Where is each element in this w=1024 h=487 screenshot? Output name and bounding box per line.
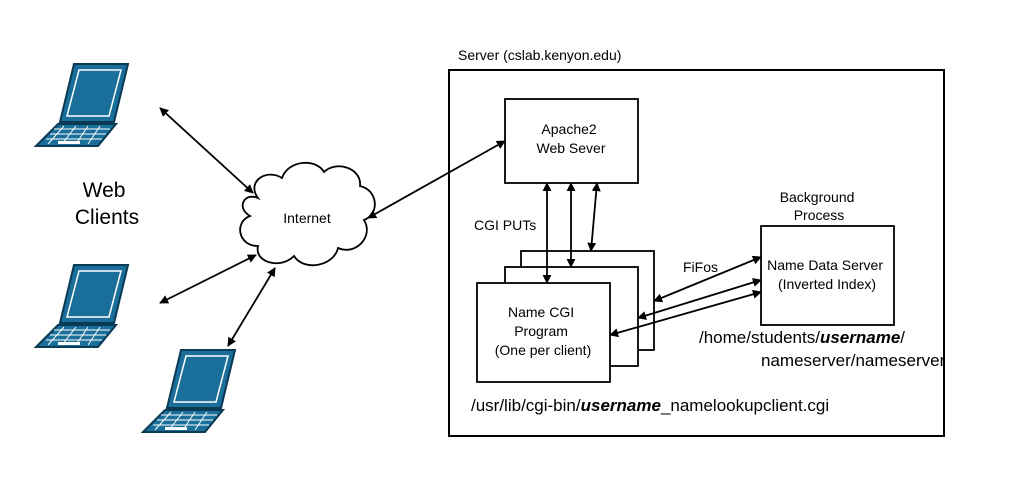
- home-path-label: /home/students/username/: [699, 328, 905, 347]
- server-box: [448, 69, 945, 437]
- laptop-icon: [35, 63, 129, 147]
- arrow-laptop2-internet: [159, 254, 257, 304]
- home-path-line2: nameserver/nameserver: [761, 351, 946, 370]
- cgi-path-label: /usr/lib/cgi-bin/username_namelookupclie…: [471, 396, 829, 415]
- cgi-puts-label: CGI PUTs: [474, 217, 536, 233]
- name-data-server-box: [760, 225, 895, 326]
- arrow-laptop1-internet: [159, 107, 254, 194]
- arrow-apache-cgi-3: [587, 182, 601, 252]
- web-clients-label: Web Clients: [75, 179, 139, 229]
- laptop-icon: [35, 264, 129, 348]
- server-label: Server (cslab.kenyon.edu): [458, 47, 621, 63]
- name-data-server-label: Name Data Server (Inverted Index): [767, 257, 887, 292]
- cgi-box: [476, 282, 611, 383]
- cloud-icon: [239, 162, 376, 267]
- arrow-internet-apache: [367, 140, 506, 219]
- internet-label: Internet: [283, 210, 331, 226]
- arrow-laptop3-internet: [227, 267, 276, 347]
- apache-box: [504, 98, 639, 184]
- arrow-cgi-nds-2: [637, 278, 762, 320]
- fifos-label: FiFos: [683, 259, 718, 275]
- arrow-cgi-nds-3: [609, 289, 762, 338]
- laptop-icon: [142, 349, 236, 433]
- background-process-label: Background Process: [780, 189, 859, 223]
- cgi-label: Name CGI Program (One per client): [495, 304, 591, 358]
- apache-label: Apache2 Web Sever: [537, 121, 606, 156]
